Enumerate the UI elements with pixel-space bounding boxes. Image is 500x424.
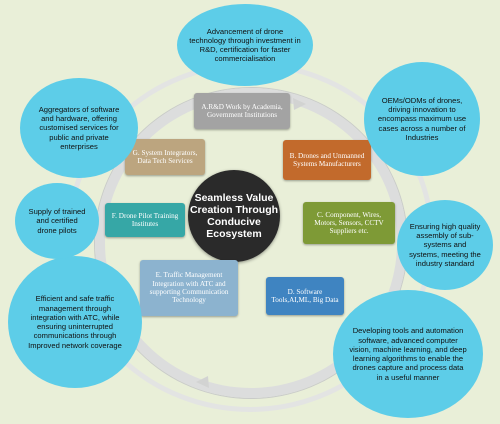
box-d-software: D. Software Tools,AI,ML, Big Data [266, 277, 344, 315]
bubble-software-text: Developing tools and automation software… [349, 326, 467, 382]
box-d-label: D. Software Tools,AI,ML, Big Data [271, 287, 339, 304]
bubble-manufacturers: OEMs/ODMs of drones, driving innovation … [364, 62, 480, 176]
box-g-system-integrators: G. System Integrators, Data Tech Service… [125, 139, 205, 175]
box-e-traffic-management: E. Traffic Management Integration with A… [140, 260, 238, 316]
box-e-label: E. Traffic Management Integration with A… [149, 271, 229, 305]
box-a-label: A.R&D Work by Academia, Government Insti… [201, 102, 283, 119]
cycle-arrow-head-top [293, 98, 306, 110]
center-label: Seamless Value Creation Through Conduciv… [189, 191, 279, 241]
bubble-research: Advancement of drone technology through … [177, 4, 313, 86]
bubble-pilot-training: Supply of trained and certified drone pi… [15, 183, 99, 259]
bubble-system-integrators: Aggregators of software and hardware, of… [20, 78, 138, 178]
cycle-arrow-head-bottom [196, 376, 209, 388]
box-g-label: G. System Integrators, Data Tech Service… [132, 148, 198, 165]
bubble-traffic-management: Efficient and safe traffic management th… [8, 256, 142, 388]
bubble-pilot-training-text: Supply of trained and certified drone pi… [28, 207, 86, 235]
box-b-manufacturers: B. Drones and Unmanned Systems Manufactu… [283, 140, 371, 180]
bubble-components: Ensuring high quality assembly of sub-sy… [397, 200, 493, 290]
bubble-system-integrators-text: Aggregators of software and hardware, of… [38, 104, 120, 151]
box-f-label: F. Drone Pilot Training Institutes [111, 211, 179, 228]
box-c-components: C. Component, Wires, Motors, Sensors, CC… [303, 202, 395, 244]
bubble-research-text: Advancement of drone technology through … [189, 26, 301, 64]
center-node: Seamless Value Creation Through Conduciv… [188, 170, 280, 262]
box-f-pilot-training: F. Drone Pilot Training Institutes [105, 203, 185, 237]
box-b-label: B. Drones and Unmanned Systems Manufactu… [289, 151, 365, 168]
box-c-label: C. Component, Wires, Motors, Sensors, CC… [314, 210, 384, 236]
box-a-research: A.R&D Work by Academia, Government Insti… [194, 93, 290, 129]
bubble-traffic-management-text: Efficient and safe traffic management th… [28, 294, 122, 350]
bubble-manufacturers-text: OEMs/ODMs of drones, driving innovation … [377, 95, 467, 142]
bubble-components-text: Ensuring high quality assembly of sub-sy… [409, 221, 481, 268]
bubble-software: Developing tools and automation software… [333, 290, 483, 418]
